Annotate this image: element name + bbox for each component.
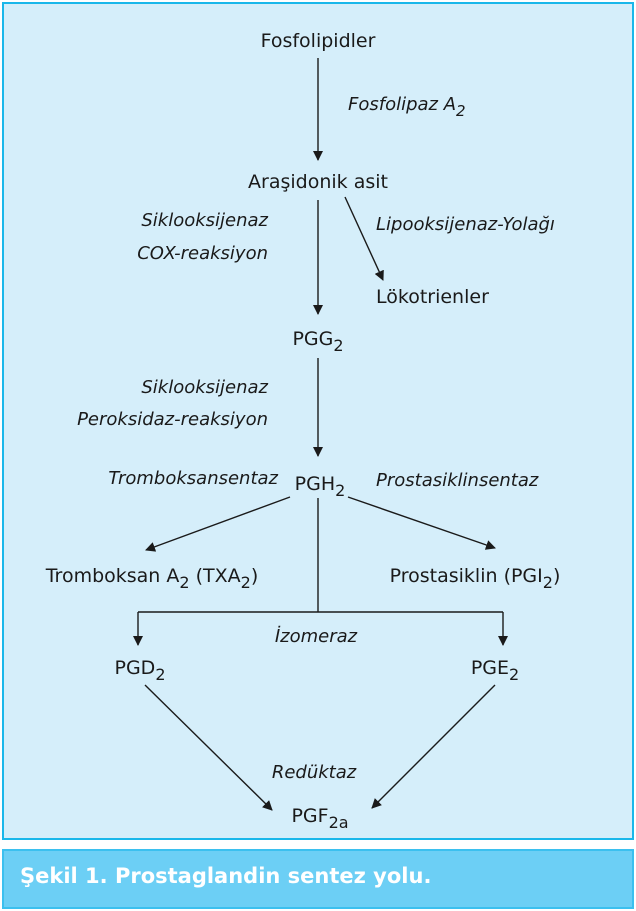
node-txa2: Tromboksan A2 (TXA2) <box>45 565 259 592</box>
enzyme-peroksidaz-reaksiyon: Peroksidaz-reaksiyon <box>77 409 268 430</box>
node-fosfolipidler: Fosfolipidler <box>261 30 376 52</box>
node-pge2: PGE2 <box>471 657 519 684</box>
node-pgg2: PGG2 <box>292 328 343 355</box>
figure-caption-box: Şekil 1. Prostaglandin sentez yolu. <box>2 849 634 909</box>
arrow-pgh-txa <box>145 496 291 552</box>
arrow-pgh-pgi <box>347 496 496 550</box>
node-pgd2: PGD2 <box>115 657 166 684</box>
enzyme-reduktaz: Redüktaz <box>272 762 357 783</box>
node-pgf2a: PGF2a <box>291 805 348 832</box>
enzyme-siklooksijenaz-1: Siklooksijenaz <box>141 210 268 231</box>
enzyme-siklooksijenaz-2: Siklooksijenaz <box>141 377 268 398</box>
pathway-diagram: Fosfolipidler Araşidonik asit Lökotrienl… <box>45 30 561 832</box>
arrow-arasidonik-lokotrien <box>344 196 384 281</box>
arrow-pgd-pgf <box>144 684 273 811</box>
arrow-pge-pgf <box>371 684 496 809</box>
node-arasidonik-asit: Araşidonik asit <box>248 171 388 193</box>
enzyme-prostasiklinsentaz: Prostasiklinsentaz <box>376 470 539 491</box>
enzyme-izomeraz: İzomeraz <box>275 626 358 647</box>
enzyme-fosfolipaz-a2: Fosfolipaz A2 <box>348 94 466 120</box>
node-lokotrienler: Lökotrienler <box>376 286 489 308</box>
node-pgh2: PGH2 <box>295 473 346 500</box>
enzyme-tromboksansentaz: Tromboksansentaz <box>108 468 278 489</box>
figure-caption: Şekil 1. Prostaglandin sentez yolu. <box>20 864 432 888</box>
enzyme-cox-reaksiyon: COX-reaksiyon <box>137 243 268 264</box>
enzyme-lipooksijenaz: Lipooksijenaz-Yolağı <box>376 214 555 235</box>
node-pgi2: Prostasiklin (PGI2) <box>390 565 561 592</box>
